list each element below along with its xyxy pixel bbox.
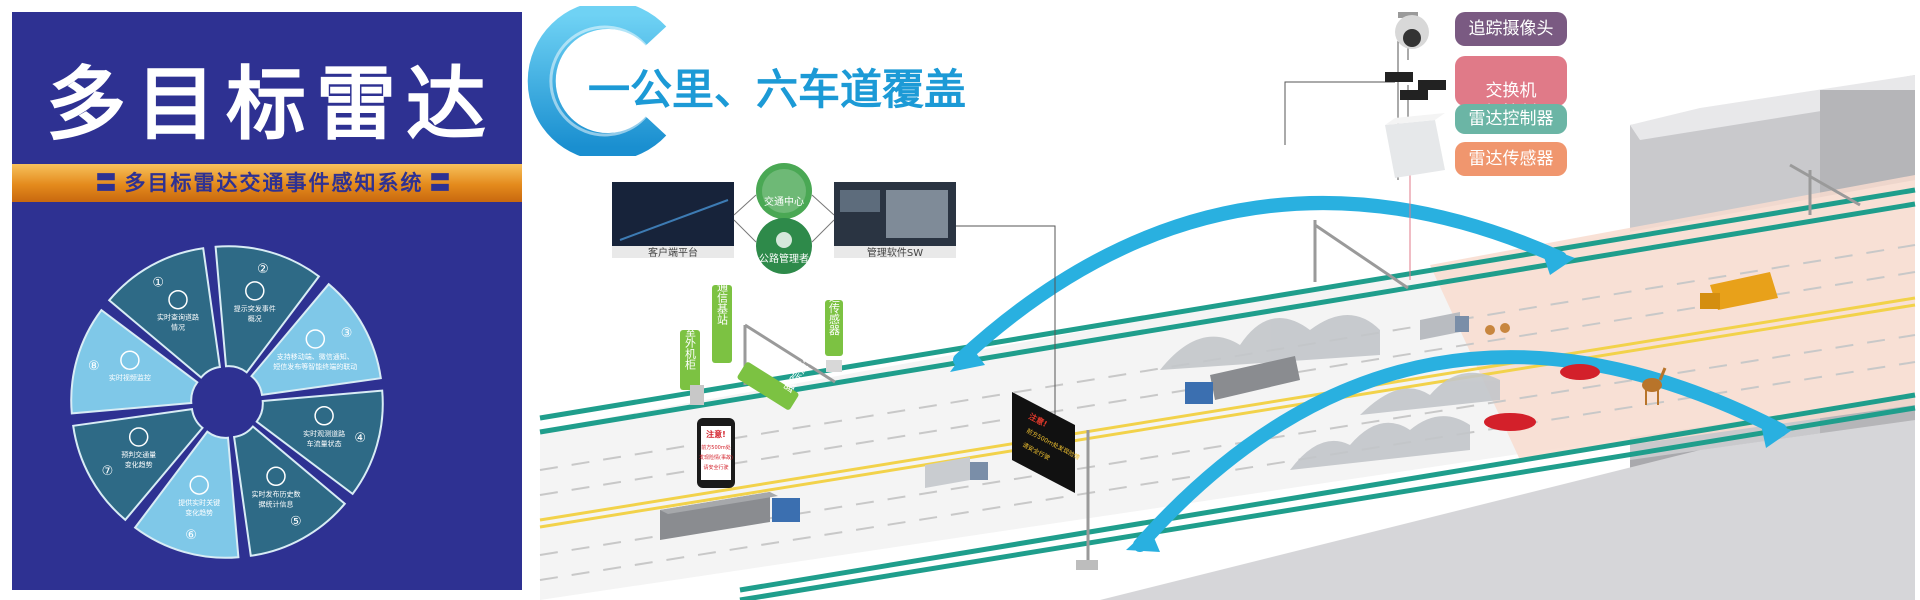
c-logo-icon xyxy=(527,6,667,156)
legend-switch-controller: 交换机 现场控制器 xyxy=(1455,56,1567,123)
radar-tag-label: 雷达传感器 xyxy=(828,280,841,336)
sign-base xyxy=(1076,560,1098,570)
wheel-segment-number-3: ③ xyxy=(341,326,353,341)
wheel-segment-number-7: ⑦ xyxy=(102,464,114,479)
connector-lines xyxy=(955,35,1411,422)
phone-line-3: 请安全行驶 xyxy=(703,464,728,471)
radar-box-icon xyxy=(1385,113,1445,178)
wheel-segment-number-5: ⑤ xyxy=(290,515,302,530)
software-label: 管理软件SW xyxy=(867,246,923,259)
wheel-segment-8 xyxy=(70,308,199,415)
pole-tag-ptz xyxy=(737,362,799,410)
dump-truck xyxy=(1700,272,1778,310)
pole-tag-cabinet xyxy=(680,330,704,405)
truck-far xyxy=(1185,356,1300,404)
wheel-segment-3 xyxy=(250,282,382,397)
phone-icon xyxy=(305,329,326,349)
dome-camera-icon xyxy=(1395,12,1429,49)
gantries xyxy=(743,163,1861,565)
wheel-segment-label-4: 车流量状态 xyxy=(307,439,342,448)
forecast-icon xyxy=(128,427,149,447)
bar-chart-icon xyxy=(189,475,209,495)
wheel-segment-number-2: ② xyxy=(257,262,269,277)
guard-rail-near xyxy=(739,392,1916,600)
main-title: 多目标雷达 xyxy=(46,58,496,151)
legend-tracking-camera-label: 追踪摄像头 xyxy=(1468,19,1554,39)
phone-title: 注意! xyxy=(706,429,726,439)
van-far xyxy=(1420,312,1469,340)
pole-tag-wireless xyxy=(712,285,732,363)
switch-icon xyxy=(1385,72,1446,100)
traffic-center-node xyxy=(756,163,812,219)
wheel-segment-label-7: 变化趋势 xyxy=(125,460,153,469)
wheel-segment-label-3: 支持移动端、微信通知、 xyxy=(277,352,354,361)
phone-line-2: 发现险情(事故) xyxy=(699,454,733,461)
red-car-1 xyxy=(1560,364,1600,380)
wheel-segment-label-5: 实时发布历史数 xyxy=(252,489,301,498)
pole-tag-radar xyxy=(825,300,843,372)
subtitle-text-row: 〓多目标雷达交通事件感知系统〓 xyxy=(12,164,522,202)
legend-radar-sensor: 雷达传感器 xyxy=(1455,142,1567,176)
wheel-segment-label-7: 预判交通量 xyxy=(121,450,156,459)
road-manager-label: 公路管理者 xyxy=(759,252,809,265)
wheel-segment-label-1: 实时查询道路 xyxy=(157,313,199,322)
wheel-segment-label-6: 变化趋势 xyxy=(185,508,213,517)
subtitle-banner: 〓多目标雷达交通事件感知系统〓 xyxy=(12,164,522,202)
traffic-center-label: 交通中心 xyxy=(764,195,804,208)
wheel-segment-label-1: 情况 xyxy=(171,323,185,332)
wheel-segment-number-6: ⑥ xyxy=(185,528,197,543)
deer xyxy=(1642,367,1667,405)
wheel-segment-number-8: ⑧ xyxy=(88,359,100,374)
radar-arcs xyxy=(950,195,1792,552)
banner-deco-right: 〓 xyxy=(429,171,453,195)
wheel-segment-label-4: 实时观测道路 xyxy=(303,429,345,438)
banner-deco-left: 〓 xyxy=(95,171,119,195)
vms-sign xyxy=(1012,392,1075,493)
wheel-segment-7 xyxy=(72,407,204,522)
wheel-segment-number-1: ① xyxy=(152,275,164,290)
client-platform-screen xyxy=(612,182,734,258)
subtitle-text: 多目标雷达交通事件感知系统 xyxy=(124,171,424,195)
radar-wave-shapes xyxy=(1160,315,1500,470)
wheel-segment-label-2: 提示突发事件 xyxy=(234,304,276,313)
lightbulb-icon xyxy=(245,281,265,301)
coverage-zone xyxy=(1430,175,1915,460)
wireless-tag-label: 无线通信基站 xyxy=(716,259,729,326)
phone-line-1: 前方500m处 xyxy=(701,444,730,451)
legend-radar-controller: 雷达控制器 xyxy=(1455,104,1567,134)
wheel-segment-label-2: 概况 xyxy=(248,314,262,323)
wheel-segment-label-8: 实时视频监控 xyxy=(109,373,151,382)
wheel-segment-label-6: 提供实时关键 xyxy=(178,498,220,507)
screen-chart-icon xyxy=(266,466,286,487)
wheel-segment-label-3: 短信发布等智能终端的联动 xyxy=(273,362,357,371)
left-panel: 多目标雷达 〓多目标雷达交通事件感知系统〓 实时查询道路情况 ① 提示突发事件概况 ②… xyxy=(12,12,522,590)
wheel-segment-1 xyxy=(107,247,222,379)
legend-radar-sensor-label: 雷达传感器 xyxy=(1468,149,1554,169)
road-manager-node xyxy=(756,218,812,274)
traffic-light-icon xyxy=(314,406,334,426)
phone-notification xyxy=(697,418,735,488)
wheel-segment-number-4: ④ xyxy=(354,431,366,446)
client-platform-label: 客户端平台 xyxy=(648,246,698,259)
wheel-segment-4 xyxy=(255,389,384,496)
cabinet-tag-label: 室外机柜 xyxy=(684,325,697,371)
truck-near xyxy=(660,492,800,540)
platform-connectors xyxy=(733,194,835,243)
legend-tracking-camera: 追踪摄像头 xyxy=(1455,12,1567,46)
monitor-icon xyxy=(168,289,188,310)
wheel-segment-label-5: 据统计信息 xyxy=(259,499,294,508)
coverage-title: 一公里、六车道覆盖 xyxy=(588,65,967,114)
highway-scene: 客户端平台 管理软件SW 交通中心 公路管理者 室外机柜 无线通信基站 雷达传感… xyxy=(539,12,1916,600)
wheel-segment-2 xyxy=(214,245,321,374)
video-icon xyxy=(120,350,140,370)
wheel-segment-6 xyxy=(133,430,240,559)
wheel-segment-5 xyxy=(232,425,347,557)
red-car-2 xyxy=(1484,413,1536,431)
legend-radar-controller-label: 雷达控制器 xyxy=(1468,109,1554,129)
small-animals xyxy=(1485,323,1510,335)
box-truck-middle xyxy=(925,457,988,488)
software-screen xyxy=(834,182,956,258)
